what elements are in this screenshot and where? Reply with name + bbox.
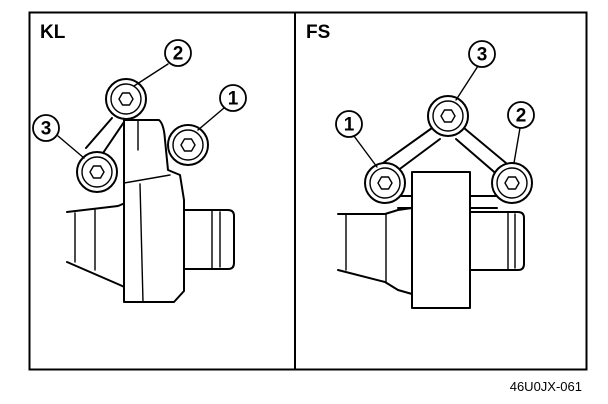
fs-leader-2 [513,127,521,164]
fs-leader-1 [353,135,378,168]
kl-bracket [85,117,185,303]
fs-callout-3: 3 [468,40,496,68]
fs-shaft [337,207,525,295]
svg-text:1: 1 [228,89,239,110]
svg-text:1: 1 [344,115,355,136]
fs-callout-2: 2 [507,101,535,129]
fs-bolt-1 [364,162,406,204]
svg-text:3: 3 [477,45,488,66]
kl-bolt-3 [76,151,118,193]
panel-fs: FS [306,22,535,309]
kl-leader-1 [197,107,225,131]
figure-frame [28,11,588,371]
fs-leader-3 [455,65,479,101]
fs-bracket [375,127,513,309]
kl-bolt-2 [105,78,147,120]
kl-bolt-1 [167,124,209,166]
kl-callout-2: 2 [164,39,192,67]
panel-kl: KL [32,22,247,303]
kl-callout-3: 3 [32,114,60,142]
kl-shaft [66,200,235,292]
svg-text:2: 2 [516,106,527,127]
fs-bolt-2 [491,162,533,204]
panel-label-fs: FS [306,22,330,43]
kl-leader-3 [57,135,85,159]
panel-label-kl: KL [40,22,66,43]
svg-text:2: 2 [173,44,184,65]
kl-leader-2 [133,63,169,87]
svg-text:3: 3 [41,119,52,140]
fs-callout-1: 1 [335,110,363,138]
kl-callout-1: 1 [219,84,247,112]
fs-bolt-3 [427,95,469,137]
figure-code: 46U0JX-061 [510,379,582,394]
